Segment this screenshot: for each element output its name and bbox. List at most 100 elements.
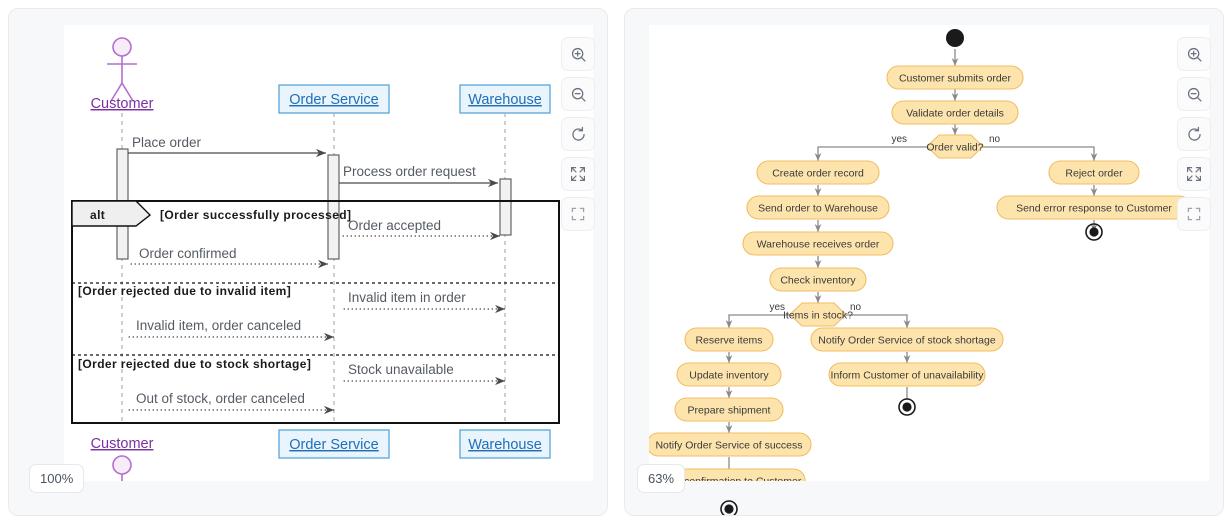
- branch-label-yes: yes: [769, 302, 785, 313]
- sequence-toolbar: [561, 37, 595, 231]
- activity-box: [756, 160, 880, 185]
- activity-node[interactable]: Prepare shipment: [674, 397, 784, 422]
- activity-box: [742, 231, 894, 256]
- fullscreen-icon: [1186, 206, 1202, 222]
- sequence-diagram-canvas[interactable]: Customer Order Service Warehouse: [64, 25, 593, 481]
- actor-customer-bottom[interactable]: Customer: [91, 436, 154, 481]
- zoom-in-button[interactable]: [561, 37, 595, 71]
- message-order-confirmed: Order confirmed: [130, 246, 328, 269]
- participant-box: [278, 429, 390, 459]
- branch-label-yes: yes: [891, 134, 907, 145]
- participant-order-service-bottom[interactable]: Order Service: [278, 429, 390, 459]
- participant-box: [459, 429, 551, 459]
- fit-screen-icon: [570, 166, 586, 182]
- activity-diagram-panel: Customer submits order Validate order de…: [624, 8, 1224, 516]
- alt-guard-1: [Order successfully processed]: [160, 208, 351, 222]
- fit-screen-button[interactable]: [1177, 157, 1211, 191]
- zoom-level-badge-right[interactable]: 63%: [637, 464, 686, 493]
- zoom-in-button[interactable]: [1177, 37, 1211, 71]
- activity-node[interactable]: Notify Order Service of success: [649, 432, 812, 457]
- reset-view-button[interactable]: [1177, 117, 1211, 151]
- activity-edges: [725, 49, 1098, 469]
- participant-warehouse-label-bottom: Warehouse: [468, 437, 542, 453]
- activity-node[interactable]: Customer submits order: [886, 65, 1024, 90]
- activity-node[interactable]: Create order record: [756, 160, 880, 185]
- reset-view-button[interactable]: [561, 117, 595, 151]
- message-label: Order confirmed: [139, 246, 237, 261]
- message-order-accepted: Order accepted: [342, 218, 500, 241]
- activity-label: Send confirmation to Customer: [657, 476, 802, 482]
- zoom-out-button[interactable]: [561, 77, 595, 111]
- zoom-level-badge-left[interactable]: 100%: [29, 464, 85, 493]
- alt-guard-2: [Order rejected due to invalid item]: [78, 284, 291, 298]
- actor-leg-right-icon: [121, 82, 134, 102]
- actor-head-icon: [112, 455, 132, 475]
- decision-node-order-valid[interactable]: Order valid? yes no: [891, 134, 1001, 159]
- activity-node[interactable]: Check inventory: [769, 267, 867, 292]
- decision-shape: [789, 302, 847, 327]
- activity-label: Create order record: [772, 168, 864, 180]
- actor-customer-label-top: Customer: [91, 96, 154, 112]
- end-node-core-icon: [902, 402, 912, 412]
- alt-guard-3: [Order rejected due to stock shortage]: [78, 357, 311, 371]
- activity-node[interactable]: Send order to Warehouse: [746, 195, 890, 220]
- sequence-diagram-panel: Customer Order Service Warehouse: [8, 8, 608, 516]
- activity-box: [674, 397, 784, 422]
- fullscreen-button[interactable]: [1177, 197, 1211, 231]
- end-node-right: [1085, 223, 1103, 241]
- activity-box: [746, 195, 890, 220]
- participant-warehouse-top[interactable]: Warehouse: [459, 84, 551, 114]
- fit-screen-button[interactable]: [561, 157, 595, 191]
- activity-label: Prepare shipment: [688, 405, 771, 417]
- participant-warehouse-bottom[interactable]: Warehouse: [459, 429, 551, 459]
- participant-order-service-label-top: Order Service: [289, 92, 378, 108]
- participant-order-service-label-bottom: Order Service: [289, 437, 378, 453]
- activity-label: Reserve items: [695, 335, 762, 347]
- activity-diagram-canvas[interactable]: Customer submits order Validate order de…: [649, 25, 1209, 481]
- end-node-ring-icon: [898, 398, 916, 416]
- decision-label: Order valid?: [926, 142, 983, 154]
- activity-label: Send error response to Customer: [1016, 203, 1172, 215]
- message-label: Out of stock, order canceled: [136, 391, 305, 406]
- activity-box: [886, 65, 1024, 90]
- activity-node[interactable]: Warehouse receives order: [742, 231, 894, 256]
- activity-node[interactable]: Update inventory: [676, 362, 782, 387]
- activity-label: Reject order: [1065, 168, 1123, 180]
- activity-label: Notify Order Service of success: [655, 440, 802, 452]
- message-process-order-request: Process order request: [339, 164, 498, 188]
- activity-node[interactable]: Inform Customer of unavailability: [828, 362, 986, 387]
- decision-node-items-in-stock[interactable]: Items in stock? yes no: [769, 302, 862, 327]
- start-node-icon: [946, 29, 964, 47]
- zoom-out-button[interactable]: [1177, 77, 1211, 111]
- activity-label: Update inventory: [689, 370, 769, 382]
- end-node-ring-icon: [720, 500, 738, 515]
- activity-label: Notify Order Service of stock shortage: [818, 335, 996, 347]
- fullscreen-button[interactable]: [561, 197, 595, 231]
- participant-order-service-top[interactable]: Order Service: [278, 84, 390, 114]
- end-node-core-icon: [1089, 227, 1099, 237]
- activity-label: Inform Customer of unavailability: [831, 370, 985, 382]
- activity-box: [769, 267, 867, 292]
- activity-box: [828, 362, 986, 387]
- zoom-in-icon: [570, 46, 587, 63]
- alt-fragment: alt [Order successfully processed] [Orde…: [71, 200, 560, 424]
- message-label: Process order request: [343, 164, 476, 179]
- end-node-ring-icon: [1085, 223, 1103, 241]
- activity-node[interactable]: Reserve items: [684, 327, 774, 352]
- activity-box: [676, 362, 782, 387]
- activity-node[interactable]: Notify Order Service of stock shortage: [810, 327, 1004, 352]
- activity-node[interactable]: Reject order: [1048, 160, 1140, 185]
- branch-label-no: no: [989, 134, 1001, 145]
- actor-head-icon: [112, 37, 132, 57]
- activity-box: [684, 327, 774, 352]
- alt-operator-label: alt: [90, 208, 105, 222]
- zoom-out-icon: [570, 86, 587, 103]
- message-place-order: Place order: [128, 135, 326, 158]
- alt-fragment-tab: [71, 200, 152, 227]
- activity-node[interactable]: Validate order details: [891, 100, 1019, 125]
- message-label: Order accepted: [348, 218, 441, 233]
- activity-label: Check inventory: [780, 275, 856, 287]
- activity-node[interactable]: Send error response to Customer: [996, 195, 1192, 220]
- actor-customer-top[interactable]: Customer: [91, 37, 154, 112]
